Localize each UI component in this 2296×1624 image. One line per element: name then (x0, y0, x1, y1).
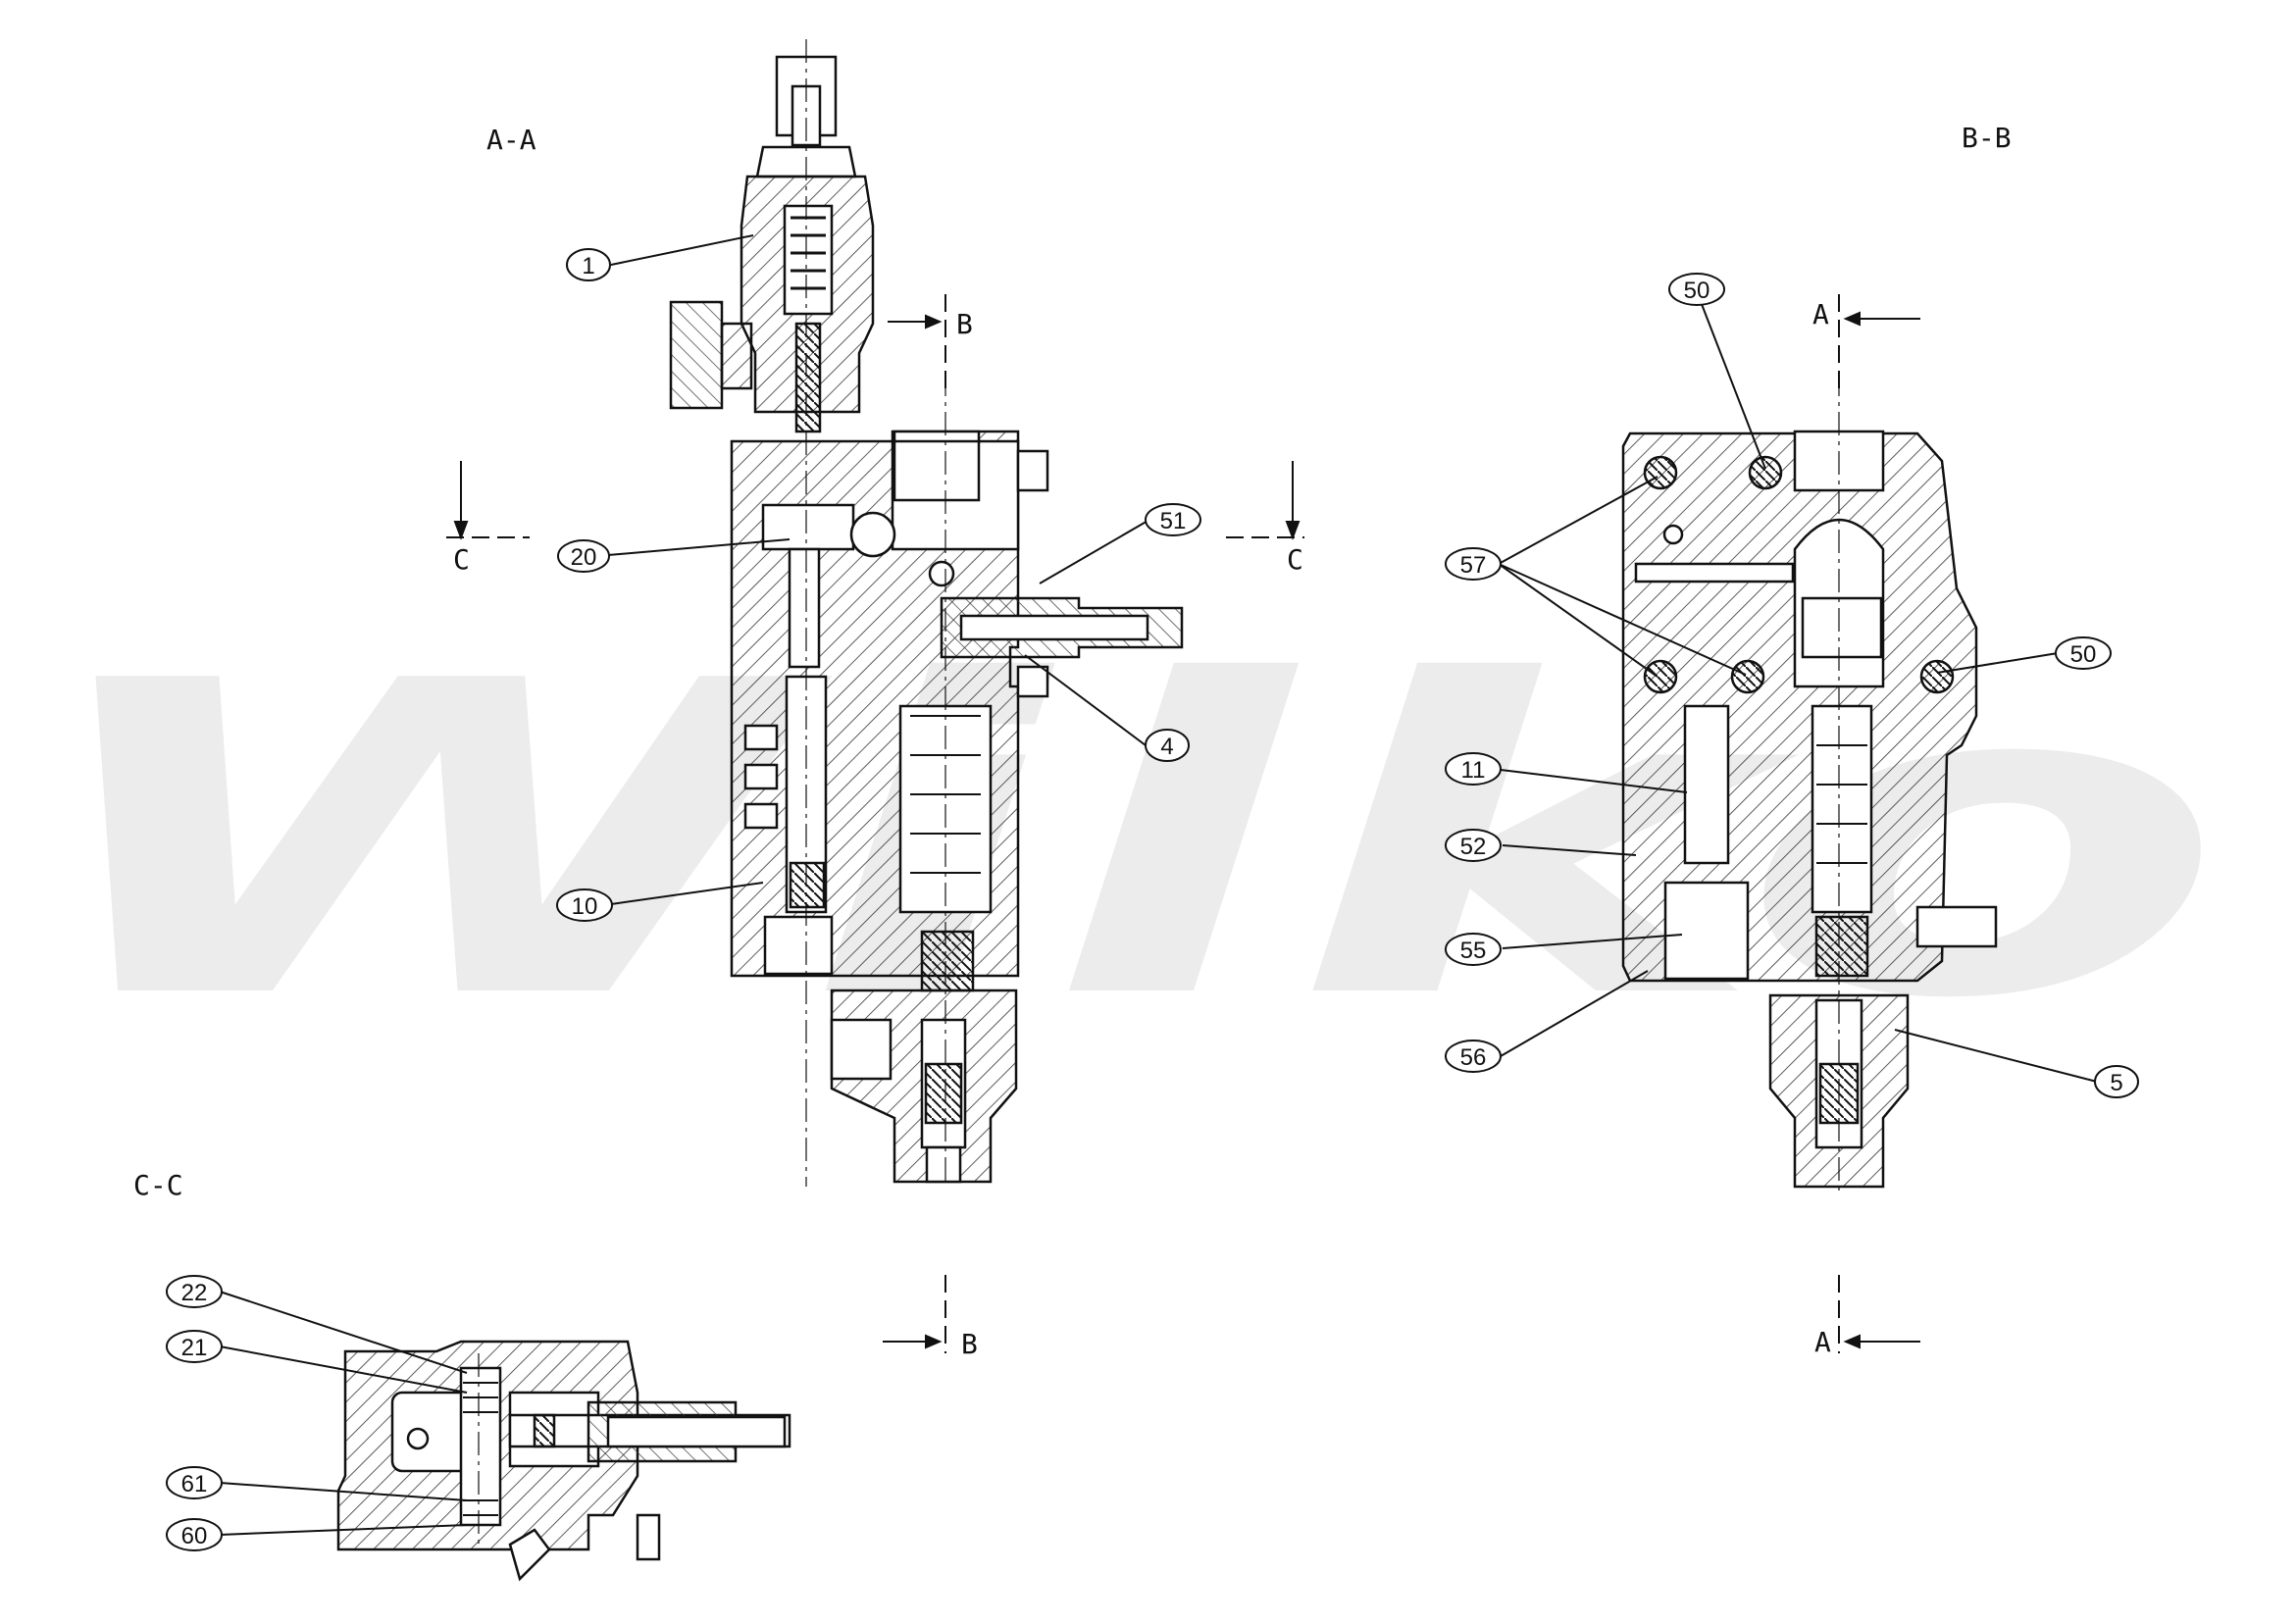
balloon-5: 5 (2094, 1065, 2139, 1098)
svg-text:10: 10 (572, 893, 598, 920)
cut-label-a-bottom: A (1814, 1326, 1831, 1358)
svg-text:22: 22 (181, 1280, 208, 1306)
balloon-55: 55 (1445, 933, 1502, 966)
balloon-4: 4 (1145, 729, 1190, 762)
svg-text:55: 55 (1460, 938, 1487, 964)
cut-marker-a-bottom (1838, 1275, 1920, 1353)
cut-marker-c-right (1226, 461, 1304, 540)
cut-marker-b-bottom (883, 1275, 946, 1353)
cut-label-b-bottom: B (961, 1328, 978, 1360)
balloon-10: 10 (556, 888, 613, 922)
section-aa-view (669, 39, 1184, 1187)
svg-text:11: 11 (1461, 757, 1486, 784)
balloon-50-right: 50 (2055, 636, 2112, 670)
balloon-50-top: 50 (1668, 273, 1725, 306)
svg-text:50: 50 (2070, 641, 2097, 668)
balloon-21: 21 (166, 1330, 223, 1363)
cut-label-a-top: A (1812, 298, 1829, 330)
balloon-20: 20 (557, 539, 610, 573)
cut-label-c-right: C (1287, 543, 1303, 576)
svg-text:61: 61 (181, 1471, 208, 1497)
balloon-51: 51 (1145, 503, 1201, 536)
cut-label-c-left: C (453, 543, 470, 576)
svg-text:21: 21 (181, 1335, 208, 1361)
svg-text:4: 4 (1160, 734, 1173, 760)
section-bb-title: B-B (1962, 122, 2012, 154)
balloon-61: 61 (166, 1466, 223, 1499)
balloon-22: 22 (166, 1275, 223, 1308)
section-cc-view (336, 1340, 791, 1582)
svg-text:57: 57 (1460, 552, 1487, 579)
balloon-52: 52 (1445, 829, 1502, 862)
svg-text:5: 5 (2110, 1070, 2122, 1096)
balloon-1: 1 (566, 248, 611, 281)
svg-text:50: 50 (1684, 278, 1710, 304)
svg-text:20: 20 (571, 544, 597, 571)
svg-text:1: 1 (582, 253, 594, 279)
cut-marker-c-left (446, 461, 530, 540)
section-aa-title: A-A (486, 124, 536, 156)
balloon-57: 57 (1445, 547, 1502, 581)
cut-marker-a-top (1838, 294, 1920, 392)
balloon-56: 56 (1445, 1040, 1502, 1073)
cut-label-b-top: B (956, 308, 973, 340)
balloon-11: 11 (1445, 752, 1502, 786)
svg-text:56: 56 (1460, 1044, 1487, 1071)
svg-text:51: 51 (1160, 508, 1187, 534)
cut-marker-b-top (888, 294, 946, 392)
section-cc-title: C-C (133, 1169, 183, 1201)
svg-text:60: 60 (181, 1523, 208, 1549)
balloon-60: 60 (166, 1518, 223, 1551)
svg-text:52: 52 (1460, 834, 1487, 860)
section-bb-view (1621, 373, 1998, 1196)
